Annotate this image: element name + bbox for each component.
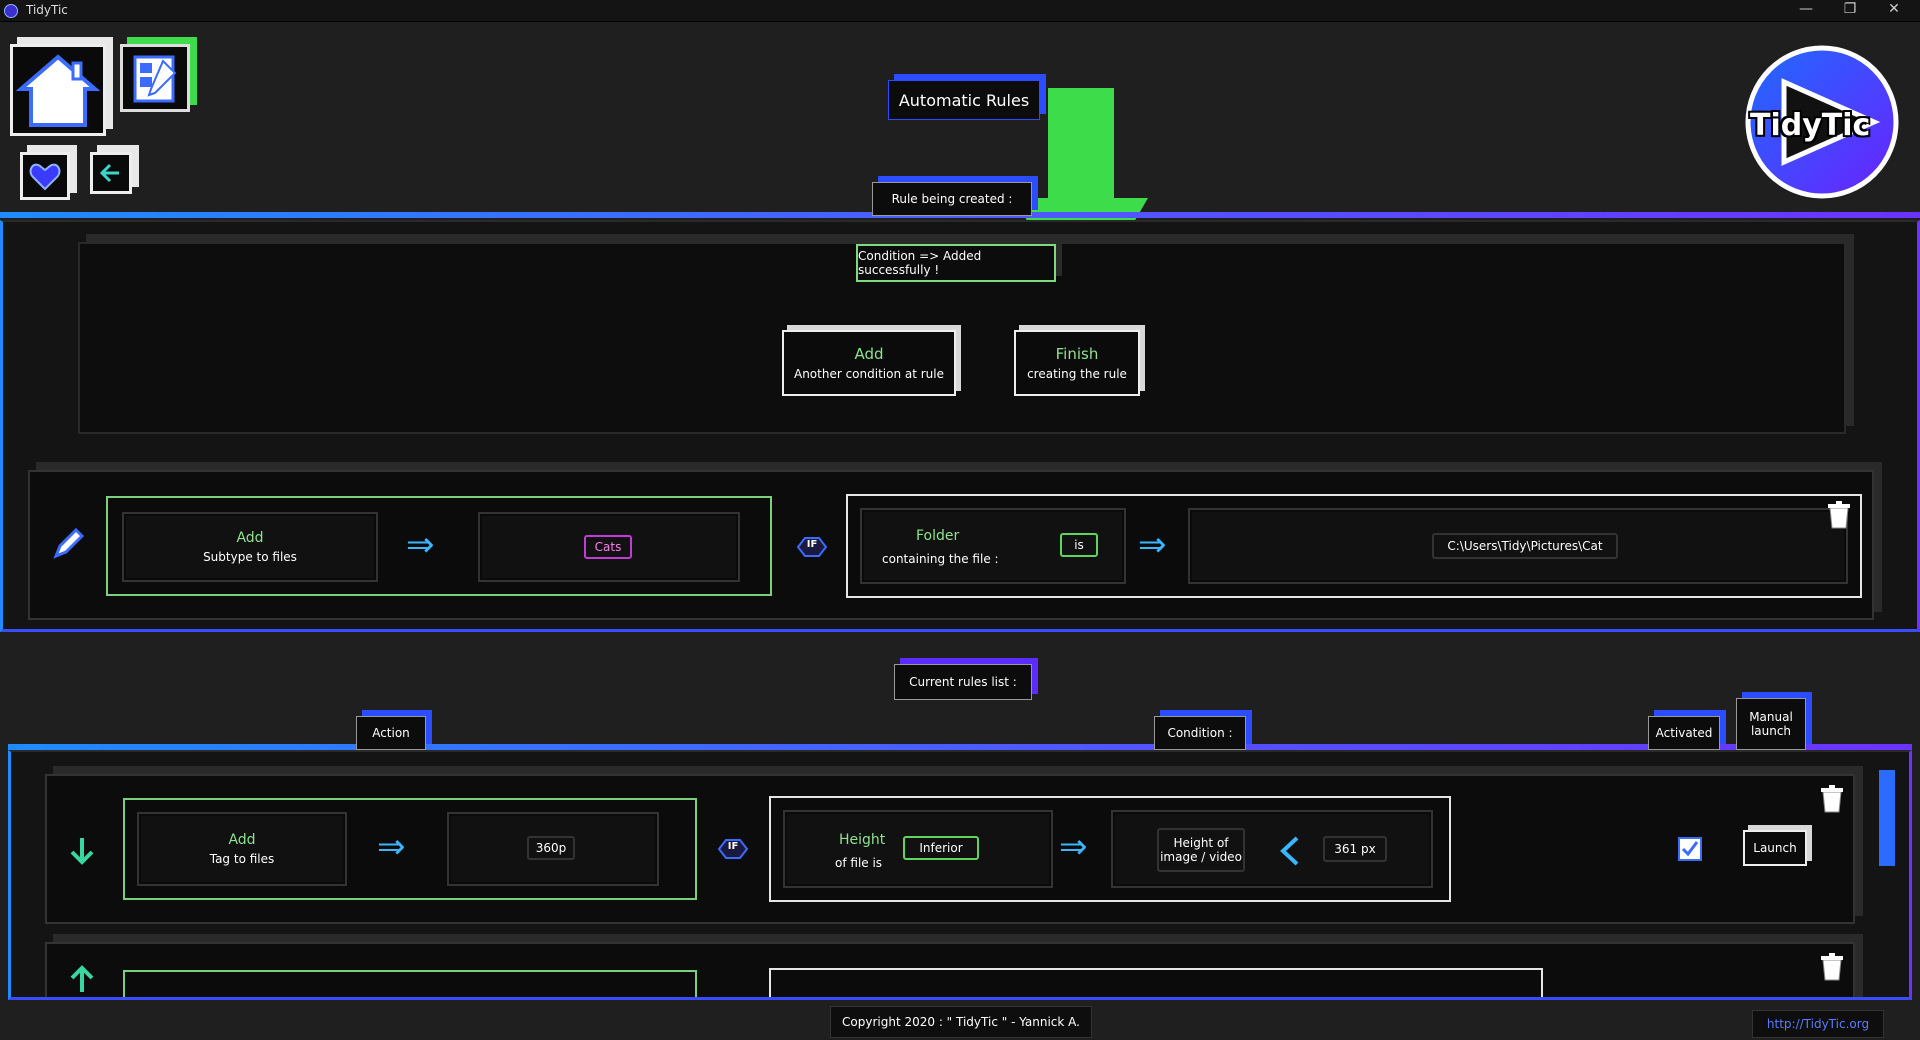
edit-rules-button[interactable]: [120, 44, 190, 112]
row-action-subtitle: Tag to files: [209, 852, 275, 866]
close-button[interactable]: ✕: [1888, 1, 1900, 17]
trash-icon-2[interactable]: [1819, 784, 1845, 814]
rules-list-scrollbar[interactable]: [1879, 770, 1895, 866]
rules-list-panel: Add Tag to files ⇒ 360p IF Height of fil…: [8, 750, 1912, 1000]
row-condition-value[interactable]: 361 px: [1323, 836, 1387, 862]
favorites-button[interactable]: [20, 152, 70, 200]
rule-being-created-label: Rule being created :: [872, 182, 1032, 216]
current-condition-operator[interactable]: is: [1060, 533, 1098, 557]
add-condition-subtitle: Another condition at rule: [793, 367, 945, 381]
logo-text: TidyTic: [1750, 108, 1871, 143]
row-action-title: Add: [228, 832, 256, 848]
column-action: Action: [356, 716, 426, 750]
restore-button[interactable]: ❐: [1843, 1, 1857, 17]
finish-rule-title: Finish: [1055, 345, 1099, 363]
current-condition-title: Folder: [916, 528, 960, 544]
if-badge-icon-2: [717, 839, 749, 859]
activated-checkbox[interactable]: [1677, 836, 1703, 862]
current-action-subtitle: Subtype to files: [203, 550, 297, 564]
launch-button[interactable]: Launch: [1743, 830, 1807, 866]
column-manual-launch: Manual launch: [1736, 698, 1806, 750]
row-2-action-frame: [123, 970, 697, 997]
arrow-right-icon-4: ⇒: [1059, 827, 1088, 867]
edit-document-icon: [133, 55, 177, 103]
column-manual-launch-line2: launch: [1750, 724, 1792, 738]
if-badge-icon: [796, 537, 828, 557]
if-label-2: IF: [727, 841, 739, 852]
current-condition-subtitle: containing the file :: [882, 552, 999, 566]
footer-website-link[interactable]: http://TidyTic.org: [1752, 1010, 1884, 1038]
row-action-value[interactable]: 360p: [527, 836, 575, 860]
row-condition-subtitle: of file is: [835, 856, 883, 870]
current-action-title: Add: [236, 530, 264, 546]
row-condition-operator[interactable]: Inferior: [903, 836, 979, 860]
back-button[interactable]: [90, 152, 132, 194]
arrow-right-icon-3: ⇒: [377, 827, 406, 867]
home-icon: [15, 54, 101, 127]
window-titlebar: TidyTic — ❐ ✕: [0, 0, 1920, 22]
finish-rule-subtitle: creating the rule: [1027, 367, 1127, 381]
window-title: TidyTic: [26, 3, 68, 17]
arrow-left-icon: [99, 163, 119, 183]
green-down-arrow-icon: [1014, 88, 1148, 314]
row-condition-target-line2: image / video: [1160, 850, 1242, 864]
column-activated: Activated: [1648, 716, 1720, 750]
trash-icon-3[interactable]: [1819, 952, 1845, 982]
home-button[interactable]: [10, 44, 106, 136]
finish-rule-button[interactable]: Finish creating the rule: [1014, 330, 1140, 396]
trash-icon[interactable]: [1826, 500, 1852, 530]
arrow-right-icon-2: ⇒: [1138, 525, 1167, 565]
row-condition-target[interactable]: Height of image / video: [1157, 828, 1245, 872]
heart-icon: [29, 163, 61, 191]
pencil-icon[interactable]: [48, 524, 88, 564]
move-down-icon[interactable]: [65, 834, 99, 868]
move-up-icon[interactable]: [65, 962, 99, 996]
row-condition-title: Height: [839, 832, 886, 848]
row-condition-target-line1: Height of: [1173, 836, 1229, 850]
minimize-button[interactable]: —: [1799, 1, 1813, 17]
arrow-right-icon: ⇒: [406, 525, 435, 565]
less-than-icon: [1280, 836, 1299, 866]
rules-list-frame-top: [8, 744, 1912, 750]
status-message: Condition => Added successfully !: [856, 244, 1056, 282]
current-rules-list-label: Current rules list :: [894, 664, 1032, 700]
row-action-type[interactable]: Add Tag to files: [137, 812, 347, 886]
current-action-value[interactable]: Cats: [584, 535, 632, 559]
app-icon: [4, 4, 18, 18]
current-action-type[interactable]: Add Subtype to files: [122, 512, 378, 582]
row-2-condition-frame: [769, 968, 1543, 997]
add-condition-title: Add: [854, 345, 884, 363]
column-condition: Condition :: [1154, 716, 1246, 750]
page-title: Automatic Rules: [888, 80, 1040, 120]
current-condition-value[interactable]: C:\Users\Tidy\Pictures\Cat: [1432, 533, 1618, 559]
column-manual-launch-line1: Manual: [1749, 710, 1793, 724]
add-condition-button[interactable]: Add Another condition at rule: [782, 330, 956, 396]
tidytic-logo: TidyTic: [1744, 42, 1900, 202]
tidytic-logo-icon: [1745, 45, 1899, 199]
if-label: IF: [806, 539, 818, 550]
footer-copyright: Copyright 2020 : " TidyTic " - Yannick A…: [830, 1006, 1092, 1038]
